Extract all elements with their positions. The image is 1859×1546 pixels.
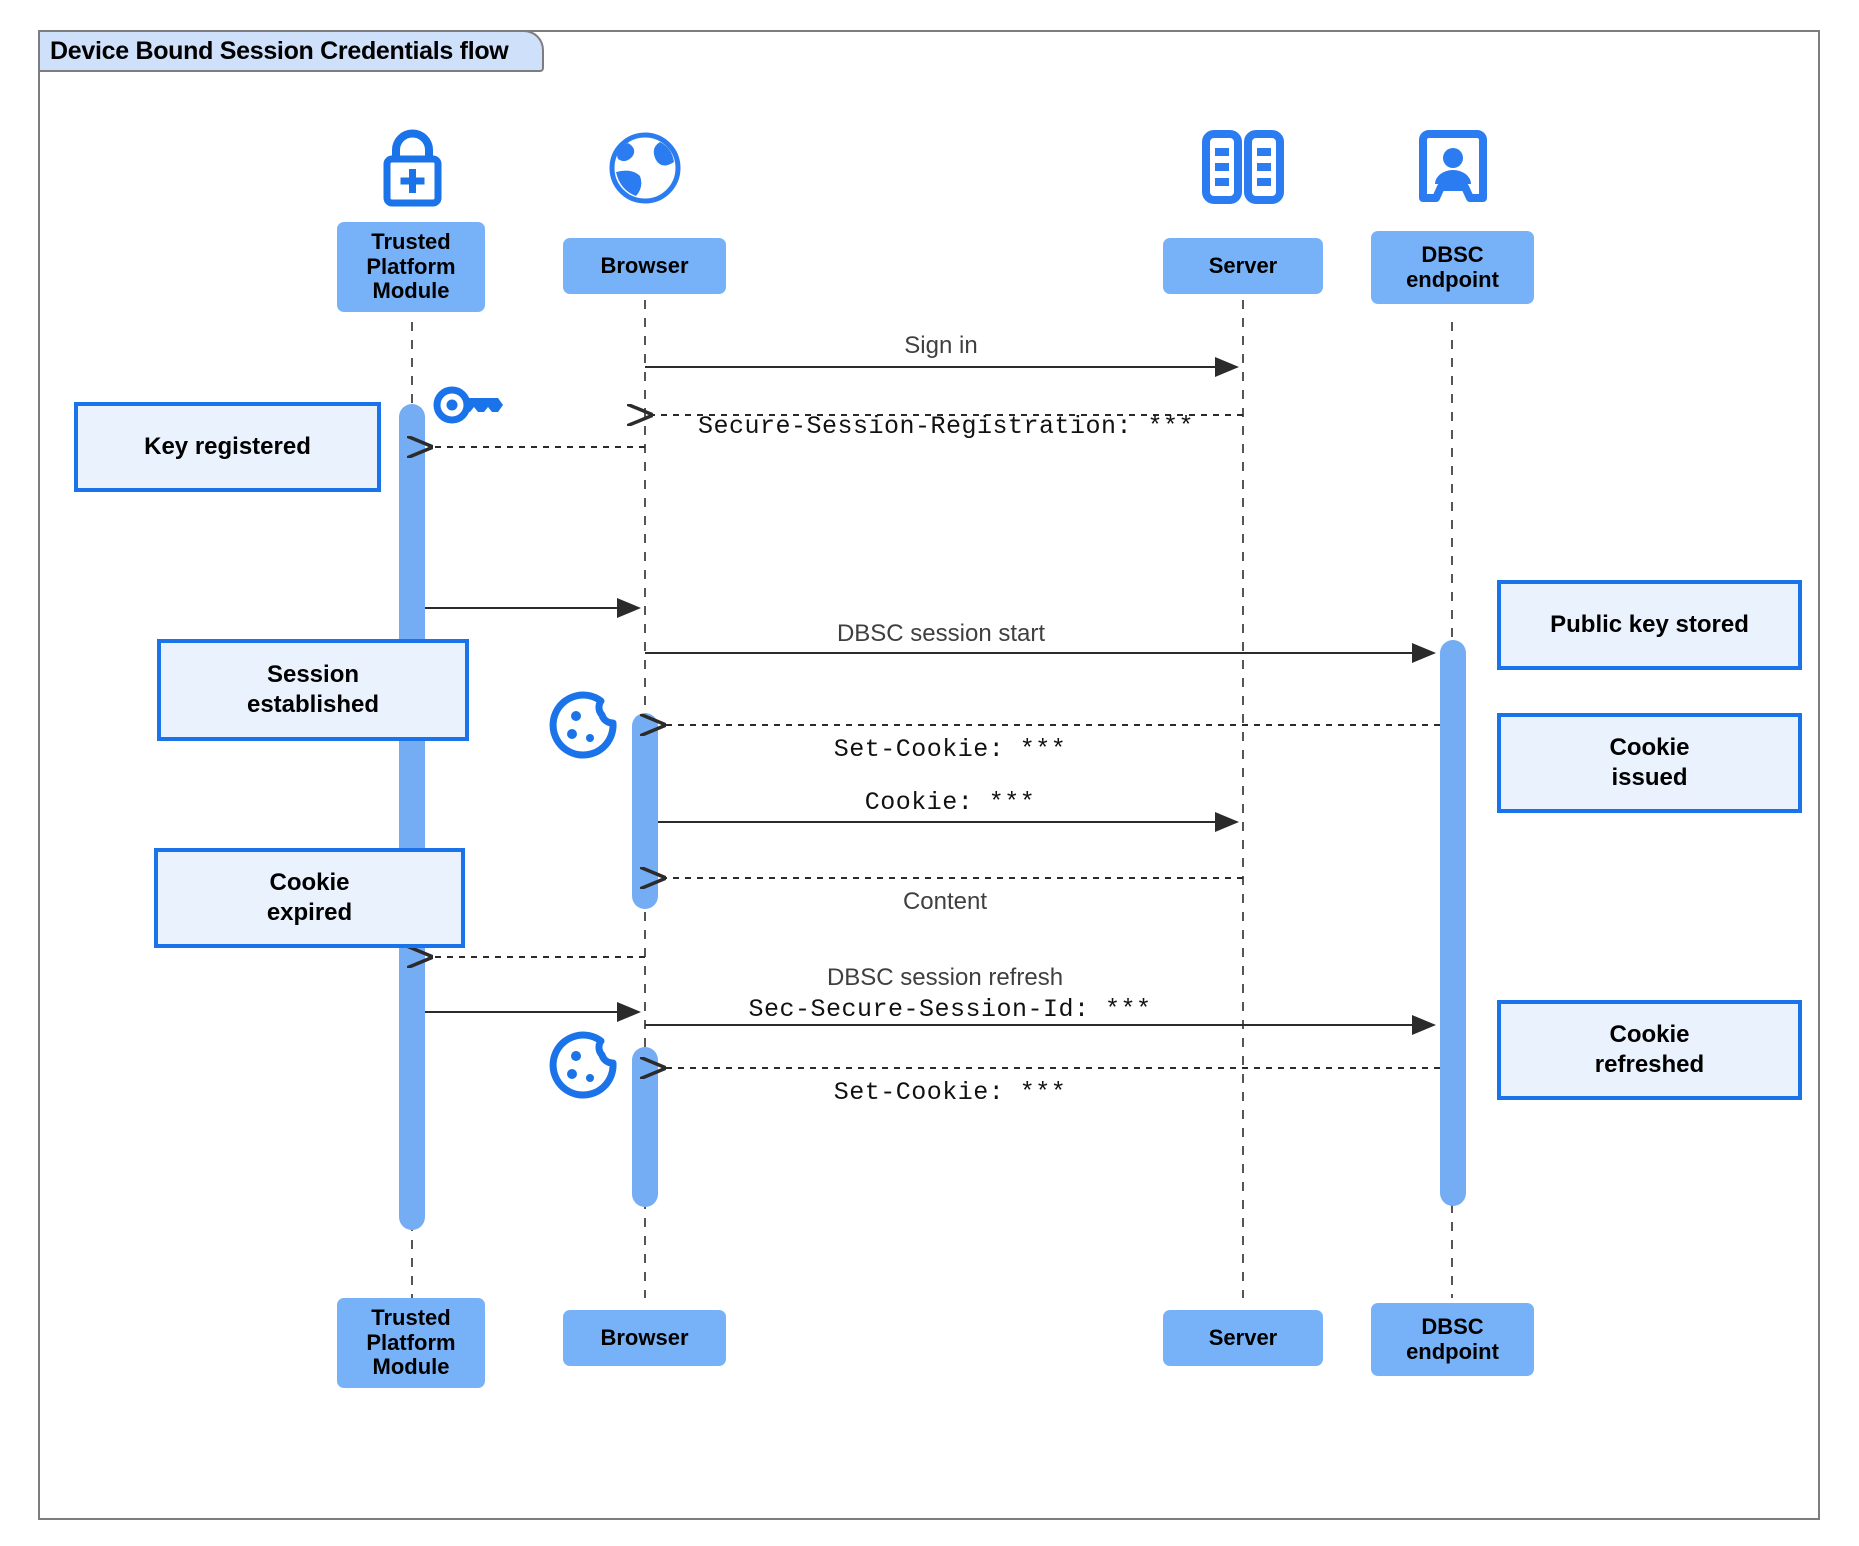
message-label-dbsc-session-start: DBSC session start — [836, 620, 1046, 647]
frame-title-tab: Device Bound Session Credentials flow — [38, 30, 523, 72]
id-badge-icon — [1417, 128, 1489, 211]
message-label-dbsc-session-refresh: DBSC session refresh — [826, 964, 1064, 991]
globe-icon — [604, 128, 686, 213]
note-key-registered: Key registered — [74, 402, 381, 492]
message-label-content: Content — [902, 888, 988, 915]
note-public-key-stored: Public key stored — [1497, 580, 1802, 670]
message-label-set-cookie-2: Set-Cookie: *** — [833, 1078, 1067, 1107]
message-label-sec-secure-session-id: Sec-Secure-Session-Id: *** — [748, 995, 1152, 1024]
participant-server[interactable]: Server — [1163, 238, 1323, 294]
message-label-set-cookie-1: Set-Cookie: *** — [833, 735, 1067, 764]
message-label-secure-session-registration: Secure-Session-Registration: *** — [697, 412, 1195, 441]
cookie-icon — [546, 1030, 622, 1107]
diagram-title: Device Bound Session Credentials flow — [50, 36, 509, 65]
message-label-cookie: Cookie: *** — [864, 788, 1036, 817]
lock-plus-icon — [370, 128, 455, 213]
cookie-icon — [546, 690, 622, 767]
server-rack-icon — [1198, 128, 1288, 211]
key-icon — [432, 380, 504, 435]
participant-browser[interactable]: Browser — [563, 238, 726, 294]
participant-server-footer[interactable]: Server — [1163, 1310, 1323, 1366]
activation-bars — [399, 404, 1466, 1230]
participant-browser-footer[interactable]: Browser — [563, 1310, 726, 1366]
message-label-sign-in: Sign in — [904, 332, 978, 359]
